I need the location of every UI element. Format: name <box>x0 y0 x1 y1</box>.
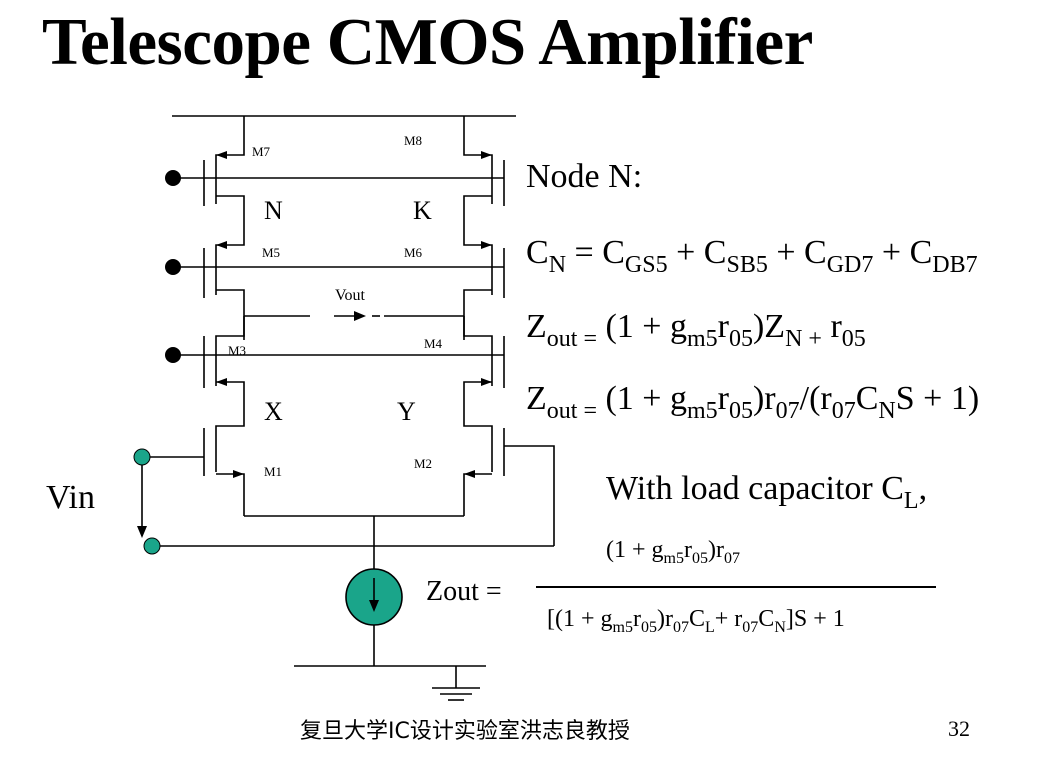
label-m1: M1 <box>264 464 282 479</box>
zout-equation-2: Zout = (1 + gm5r05)r07/(r07CNS + 1) <box>526 380 980 424</box>
fraction-bar <box>536 586 936 588</box>
zout-label: Zout = <box>426 576 502 607</box>
label-m7: M7 <box>252 144 271 159</box>
vout-arrow-icon <box>334 311 380 321</box>
input-terminals <box>133 448 161 555</box>
load-capacitor-note: With load capacitor CL, <box>606 470 928 514</box>
fraction-denominator: [(1 + gm5r05)r07CL+ r07CN]S + 1 <box>547 606 845 636</box>
label-m4: M4 <box>424 336 443 351</box>
bias-terminals <box>165 170 181 363</box>
label-vin: Vin <box>46 479 95 516</box>
label-node-n: N <box>264 196 283 225</box>
label-node-x: X <box>264 397 283 426</box>
zout-equation-1: Zout = (1 + gm5r05)ZN + r05 <box>526 308 866 352</box>
label-node-k: K <box>413 196 432 225</box>
current-source-icon <box>345 568 403 626</box>
fraction-numerator: (1 + gm5r05)r07 <box>606 537 740 567</box>
label-m3: M3 <box>228 343 246 358</box>
label-m2: M2 <box>414 456 432 471</box>
slide-title: Telescope CMOS Amplifier <box>42 5 813 79</box>
slide-footer: 复旦大学IC设计实验室洪志良教授 <box>300 719 630 744</box>
node-n-heading: Node N: <box>526 158 643 195</box>
circuit-wiring <box>141 115 555 701</box>
label-vout: Vout <box>335 287 365 304</box>
label-m6: M6 <box>404 245 423 260</box>
label-m8: M8 <box>404 133 422 148</box>
label-node-y: Y <box>397 397 416 426</box>
page-number: 32 <box>948 716 970 741</box>
label-m5: M5 <box>262 245 280 260</box>
cn-equation: CN = CGS5 + CSB5 + CGD7 + CDB7 <box>526 234 978 278</box>
transistor-arrows <box>137 151 492 538</box>
